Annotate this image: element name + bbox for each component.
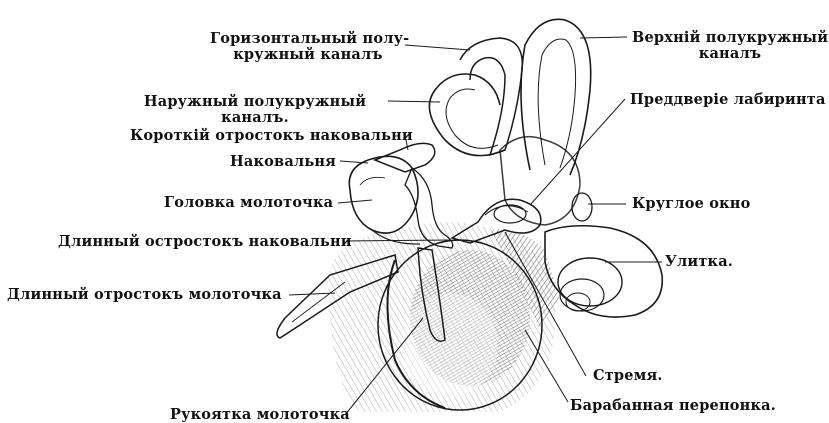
label-short-process-incus: Короткій отростокъ наковальни [130,128,413,144]
label-malleus-head: Головка молоточка [164,195,333,211]
label-external-canal: Наружный полукружный каналъ. [140,94,370,126]
label-malleus-handle: Рукоятка молоточка [170,407,350,423]
label-round-window: Круглое окно [632,196,751,212]
label-incus: Наковальня [230,154,336,170]
label-long-process-incus: Длинный остростокъ наковальни [58,234,352,250]
label-superior-canal-line1: Верхній полукружный [632,30,828,46]
label-horizontal-canal: Горизонтальный полу- кружный каналъ [210,31,406,63]
label-external-canal-line2: каналъ. [140,110,370,126]
cochlea-shape [545,226,662,317]
label-superior-canal-line2: каналъ [632,46,828,62]
label-superior-canal: Верхній полукружный каналъ [632,30,828,62]
label-tympanic-membrane: Барабанная перепонка. [570,398,776,414]
label-cochlea: Улитка. [665,254,733,270]
label-horizontal-canal-line1: Горизонтальный полу- [210,31,406,47]
label-long-process-malleus: Длинный отростокъ молоточка [7,287,282,303]
label-stapes: Стремя. [593,368,663,384]
label-vestibule: Преддверіе лабиринта [630,92,826,108]
label-horizontal-canal-line2: кружный каналъ [210,47,406,63]
semicircular-canals-shape [429,19,592,225]
label-external-canal-line1: Наружный полукружный [140,94,370,110]
